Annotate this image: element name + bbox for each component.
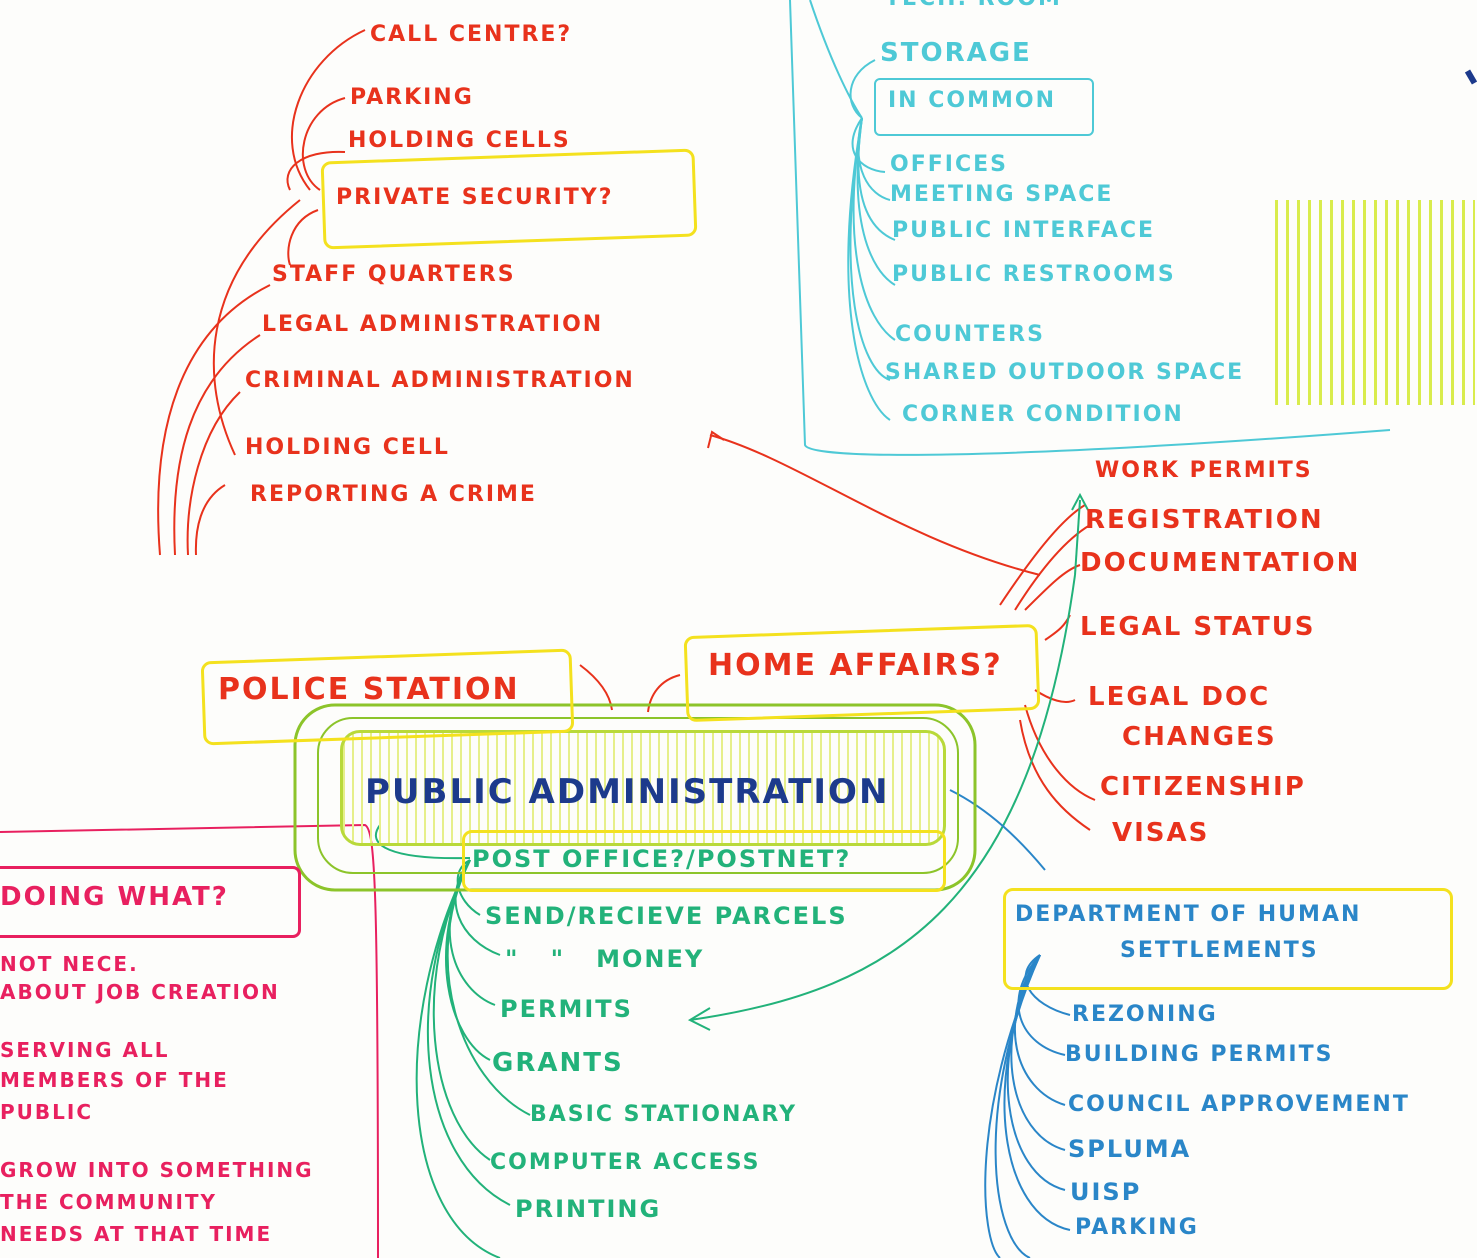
post-office-box [462, 830, 946, 892]
human-settlements-item: COUNCIL APPROVEMENT [1068, 1092, 1410, 1117]
arrow-head-icon [687, 1007, 711, 1031]
post-office-item: GRANTS [492, 1048, 624, 1078]
doing-what-item: SERVING ALL [0, 1038, 170, 1062]
human-settlements-box [1003, 888, 1453, 990]
arrow-head-icon [707, 430, 725, 449]
in-common-top-item: STORAGE [880, 38, 1032, 68]
home-affairs-item: CITIZENSHIP [1100, 772, 1306, 802]
home-affairs-item: DOCUMENTATION [1080, 548, 1361, 578]
home-affairs-item: CHANGES [1122, 722, 1277, 752]
in-common-item: PUBLIC RESTROOMS [892, 262, 1176, 287]
home-affairs-item: REGISTRATION [1085, 505, 1324, 535]
human-settlements-label-line1: DEPARTMENT OF HUMAN [1015, 902, 1362, 927]
in-common-label: IN COMMON [888, 88, 1057, 113]
center-hatch [340, 730, 946, 846]
home-affairs-item: VISAS [1112, 818, 1210, 848]
police-item: PARKING [350, 85, 474, 110]
home-affairs-label: HOME AFFAIRS? [708, 648, 1003, 683]
post-office-label: POST OFFICE?/POSTNET? [472, 845, 852, 873]
doing-what-item: THE COMMUNITY [0, 1190, 218, 1214]
human-settlements-connectors [949, 789, 1071, 1258]
human-settlements-item: UISP [1070, 1178, 1142, 1206]
police-item: STAFF QUARTERS [272, 262, 516, 287]
in-common-item: SHARED OUTDOOR SPACE [885, 360, 1245, 385]
home-affairs-item: LEGAL DOC [1088, 682, 1271, 712]
yellow-hatch-swatch [1275, 200, 1475, 405]
police-item: CALL CENTRE? [370, 22, 573, 47]
post-office-item: SEND/RECIEVE PARCELS [485, 902, 848, 930]
post-office-item: " " MONEY [505, 945, 705, 973]
post-office-item: COMPUTER ACCESS [490, 1150, 761, 1175]
human-settlements-item: PARKING [1075, 1215, 1199, 1240]
in-common-item: MEETING SPACE [890, 182, 1114, 207]
edge-mark [1464, 69, 1477, 85]
in-common-item: CORNER CONDITION [902, 402, 1184, 427]
police-item: REPORTING A CRIME [250, 482, 537, 507]
in-common-box [874, 78, 1094, 136]
doing-what-item: NEEDS AT THAT TIME [0, 1222, 273, 1246]
police-item: HOLDING CELL [245, 435, 450, 460]
in-common-item: OFFICES [890, 152, 1008, 177]
police-item: LEGAL ADMINISTRATION [262, 312, 604, 337]
in-common-item: COUNTERS [895, 322, 1045, 347]
post-office-item: BASIC STATIONARY [530, 1102, 798, 1127]
in-common-item: PUBLIC INTERFACE [892, 218, 1156, 243]
doing-what-item: GROW INTO SOMETHING [0, 1158, 314, 1182]
home-affairs-item: WORK PERMITS [1095, 458, 1313, 483]
human-settlements-item: BUILDING PERMITS [1065, 1042, 1334, 1067]
doing-what-label: DOING WHAT? [0, 882, 229, 912]
doing-what-item: PUBLIC [0, 1100, 94, 1124]
police-station-label: POLICE STATION [218, 672, 520, 707]
home-affairs-item: LEGAL STATUS [1080, 612, 1316, 642]
human-settlements-label-line2: SETTLEMENTS [1120, 938, 1319, 963]
doing-what-item: ABOUT JOB CREATION [0, 980, 280, 1004]
post-office-item: PERMITS [500, 995, 633, 1023]
center-label: PUBLIC ADMINISTRATION [365, 772, 890, 812]
police-item: HOLDING CELLS [348, 128, 571, 153]
in-common-top-item: TECH. ROOM [885, 0, 1062, 11]
police-item: CRIMINAL ADMINISTRATION [245, 368, 635, 393]
doing-what-box [0, 866, 301, 938]
doing-what-item: NOT NECE. [0, 952, 139, 976]
doing-what-item: MEMBERS OF THE [0, 1068, 229, 1092]
human-settlements-item: REZONING [1072, 1002, 1218, 1027]
human-settlements-item: SPLUMA [1068, 1135, 1192, 1163]
police-item: PRIVATE SECURITY? [336, 185, 614, 210]
post-office-item: PRINTING [515, 1195, 662, 1223]
